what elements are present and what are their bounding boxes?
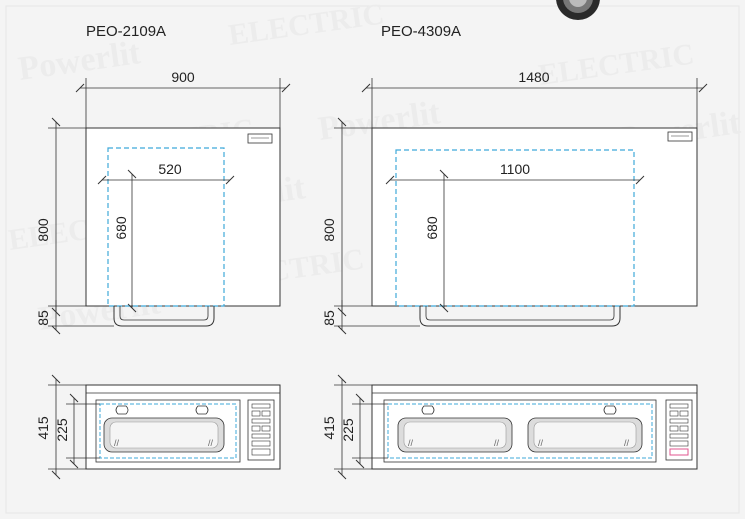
glare-mark: //: [208, 438, 214, 448]
inner-chamber: [395, 149, 635, 307]
glare-mark: //: [408, 438, 414, 448]
dim-leg-label: 85: [35, 310, 51, 326]
door-window-inner: [109, 421, 219, 449]
inner-chamber: [107, 147, 225, 307]
glare-mark: //: [114, 438, 120, 448]
dim-width-label: 1480: [518, 69, 549, 85]
door-frame: [383, 399, 657, 463]
glare-mark: //: [494, 438, 500, 448]
dim-front-depth-label: 415: [35, 416, 51, 440]
door-frame: [95, 399, 241, 463]
model-label-left: PEO-2109A: [86, 23, 166, 40]
oven-body: [371, 127, 698, 307]
dim-inner-height-label: 680: [424, 216, 440, 240]
dim-inner-width-label: 520: [158, 161, 182, 177]
dim-width-label: 900: [171, 69, 195, 85]
control-panel-icon: [247, 399, 275, 461]
glare-mark: //: [624, 438, 630, 448]
handle-knob-icon: [115, 405, 209, 415]
handle-knob-icon: [421, 405, 617, 415]
vent-icon: [247, 133, 273, 144]
model-label-right: PEO-4309A: [381, 23, 461, 40]
door-inner-dashed: [99, 403, 237, 459]
dim-leg-label: 85: [321, 310, 337, 326]
base-handle: [113, 306, 215, 327]
vent-icon: [667, 131, 693, 142]
dim-front-inner-label: 225: [54, 418, 70, 442]
left-front-view: // // 415 225: [35, 374, 281, 480]
dim-front-inner-label: 225: [340, 418, 356, 442]
left-side-view: 900 520 680 800 85: [35, 69, 291, 335]
base-handle: [419, 306, 621, 327]
control-panel-icon: [665, 399, 693, 461]
dial-icon: [556, 0, 600, 20]
door-inner-dashed: [387, 403, 653, 459]
oven-body: [85, 127, 281, 307]
door-window-inner: [533, 421, 637, 449]
right-side-view: 1480 1100 680 800 85: [321, 69, 708, 335]
dim-inner-height-label: 680: [113, 216, 129, 240]
right-front-view: // // // // 415 225: [321, 374, 698, 480]
door-window-inner: [403, 421, 507, 449]
dim-height-label: 800: [321, 218, 337, 242]
dim-height-label: 800: [35, 218, 51, 242]
panel-border: [5, 5, 740, 514]
dim-front-depth-label: 415: [321, 416, 337, 440]
dim-inner-width-label: 1100: [500, 161, 530, 177]
glare-mark: //: [538, 438, 544, 448]
